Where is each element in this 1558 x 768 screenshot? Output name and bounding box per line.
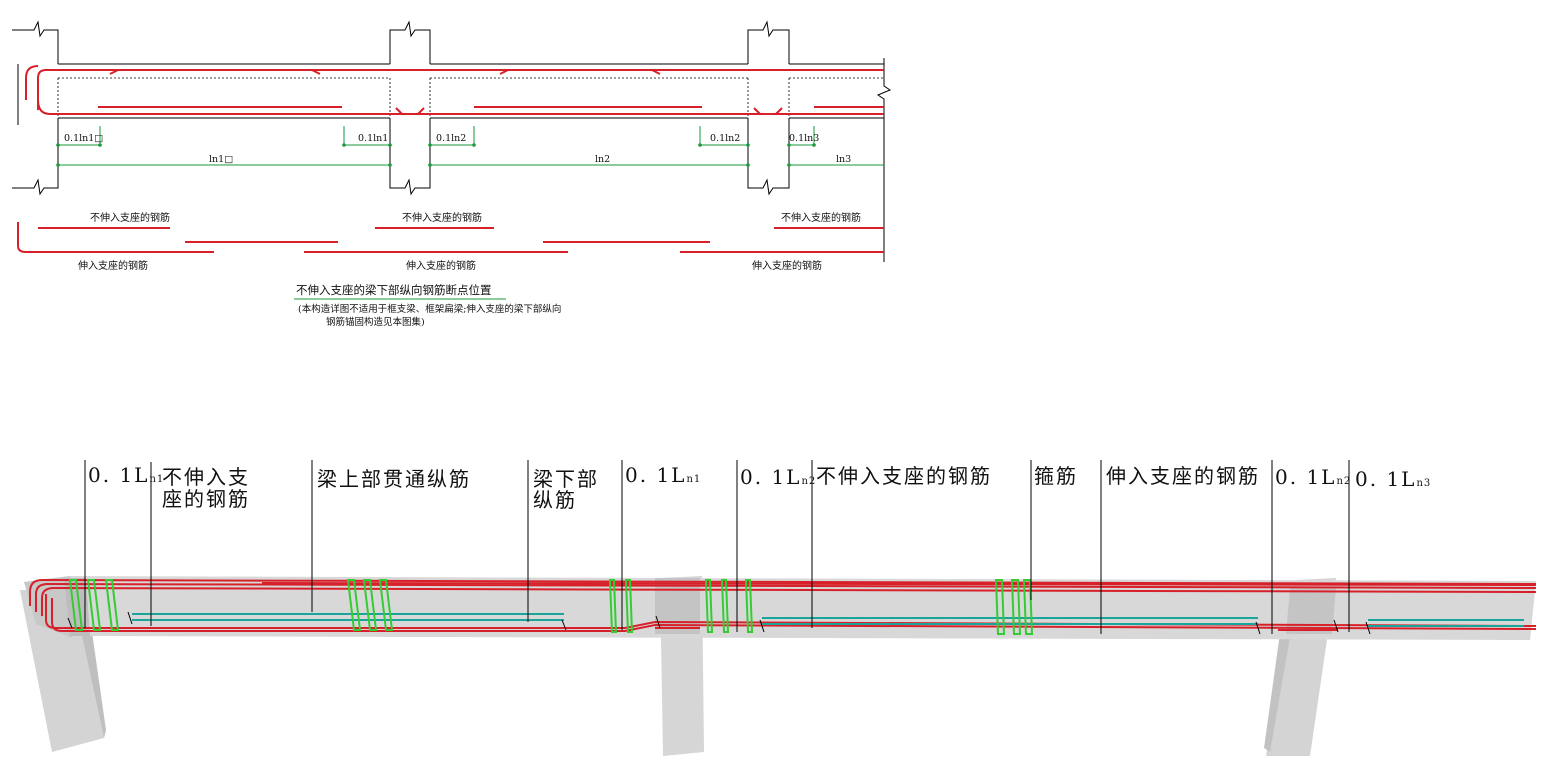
column-outlines — [12, 20, 892, 262]
callout-01ln2-a: 0. 1Ln2 — [740, 465, 816, 489]
stirrups — [68, 579, 1034, 635]
callout-not-extend-bar-2: 不伸入支座的钢筋 — [816, 464, 992, 488]
beam-3d-model: 0. 1Ln1 不伸入支 座的钢筋 梁上部贯通纵筋 梁下部 纵筋 0. 1Ln1… — [20, 460, 1537, 756]
callout-stirrup: 箍筋 — [1034, 464, 1078, 488]
dim-label-01ln3: 0.1ln3 — [789, 133, 819, 144]
dimension-ticks — [56, 143, 816, 167]
left-column — [20, 590, 104, 752]
label-extend-3: 伸入支座的钢筋 — [752, 259, 822, 272]
callout-not-extend-bar-l1: 不伸入支 — [162, 465, 250, 489]
callout-extend-bar: 伸入支座的钢筋 — [1106, 464, 1260, 488]
callout-01ln2-b: 0. 1Ln2 — [1275, 465, 1351, 489]
callout-01ln3: 0. 1Ln3 — [1355, 467, 1431, 491]
callout-top-continuous-bar: 梁上部贯通纵筋 — [317, 467, 471, 491]
beam-elevation-drawing: 0.1ln1□ 0.1ln1 0.1ln2 0.1ln2 0.1ln3 ln1□… — [12, 20, 892, 328]
dim-label-01ln2-right: 0.1ln2 — [710, 133, 740, 144]
top-continuous-rebars — [29, 578, 1537, 616]
callout-bottom-bar-l1: 梁下部 — [533, 467, 599, 491]
drawing-note-line2: 钢筋锚固构造见本图集) — [326, 316, 425, 328]
label-extend-1: 伸入支座的钢筋 — [78, 259, 148, 272]
span-label-ln2: ln2 — [595, 154, 610, 165]
dim-label-01ln1-left: 0.1ln1□ — [64, 133, 103, 144]
drawing-note-line1: (本构造详图不适用于框支梁、框架扁梁;伸入支座的梁下部纵向 — [298, 303, 561, 315]
span-label-ln1: ln1□ — [209, 154, 233, 165]
callout-bottom-bar-l2: 纵筋 — [533, 488, 577, 512]
rebar-lines — [17, 65, 884, 253]
callout-not-extend-bar-l2: 座的钢筋 — [162, 487, 250, 511]
dim-label-01ln1-right: 0.1ln1 — [358, 133, 388, 144]
bottom-rebars-not-extending — [132, 613, 1524, 627]
drawing-title: 不伸入支座的梁下部纵向钢筋断点位置 — [296, 283, 492, 297]
label-extend-2: 伸入支座的钢筋 — [406, 259, 476, 272]
support-face-dashed — [57, 77, 884, 118]
bottom-rebars-extending — [45, 594, 1537, 632]
callout-leaders — [84, 460, 1350, 634]
span-label-ln3: ln3 — [836, 154, 851, 165]
label-not-extend-1: 不伸入支座的钢筋 — [90, 211, 170, 224]
bar-end-marks — [67, 611, 1371, 635]
callout-01ln1-b: 0. 1Ln1 — [625, 463, 701, 487]
callout-01ln1-a: 0. 1Ln1 — [88, 463, 164, 487]
label-not-extend-3: 不伸入支座的钢筋 — [781, 211, 861, 224]
dimension-lines — [58, 126, 884, 166]
label-not-extend-2: 不伸入支座的钢筋 — [402, 211, 482, 224]
dim-label-01ln2-left: 0.1ln2 — [436, 133, 466, 144]
